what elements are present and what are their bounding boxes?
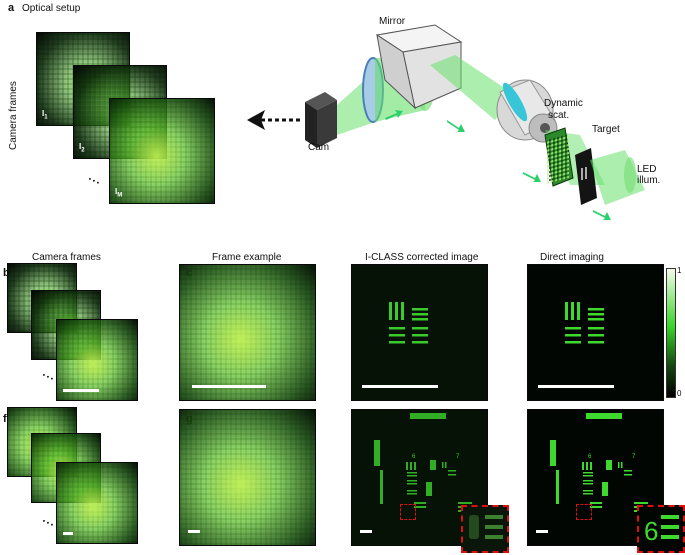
iclass-image-d	[352, 265, 487, 400]
inset-number-six: 6	[644, 516, 658, 546]
colorbar-min: 0	[677, 389, 682, 398]
target-number-seven-i: 7	[632, 454, 636, 460]
scale-bar-b	[63, 389, 99, 392]
target-number-seven-h: 7	[456, 454, 460, 460]
frame-example-c	[180, 265, 315, 400]
frame-b-3	[57, 320, 137, 400]
direct-image-e	[528, 265, 663, 400]
objective-lens-icon	[496, 79, 558, 143]
scale-bar-g	[188, 530, 200, 533]
frame-example-g	[180, 410, 315, 545]
target-bars-e	[565, 302, 604, 344]
frame-ellipsis-a: • • •	[87, 175, 101, 188]
resolution-target-h: 6 7	[374, 413, 472, 512]
column-title-direct-imaging: Direct imaging	[540, 252, 604, 263]
dashed-arrow-icon	[247, 110, 300, 130]
panel-letter-a: a	[8, 2, 15, 14]
frame-ellipsis-b: • • •	[41, 371, 55, 384]
scale-bar-i	[536, 530, 548, 533]
camera-frame-m: IM	[110, 99, 214, 203]
label-dynamic-2: scat.	[548, 110, 570, 121]
label-mirror: Mirror	[379, 16, 406, 27]
label-led-1: LED	[637, 164, 657, 175]
scale-bar-c	[192, 385, 266, 388]
camera-frames-vertical-text: Camera frames	[8, 81, 19, 150]
column-title-camera-frames: Camera frames	[32, 252, 101, 263]
iclass-image-h: 6 7	[352, 410, 487, 545]
scale-bar-f	[63, 532, 73, 535]
green-arrows-icon	[385, 110, 611, 220]
inset-bars-i: 6	[644, 515, 679, 546]
column-title-iclass: I-CLASS corrected image	[365, 252, 479, 263]
scale-bar-e	[538, 385, 614, 388]
zoom-region-box-i	[576, 504, 592, 520]
frame-label-2: I2	[79, 142, 85, 154]
target-number-six-h: 6	[412, 454, 416, 460]
zoom-inset-i: 6	[637, 505, 685, 553]
beam-mirror-objective	[430, 55, 515, 120]
label-cam: Cam	[308, 142, 330, 153]
camera-icon	[305, 92, 337, 148]
zoom-region-box-h	[400, 504, 416, 520]
panel-letter-f: f	[3, 413, 7, 425]
panel-letter-b: b	[3, 267, 10, 279]
target-icon	[575, 148, 597, 205]
target-number-six-i: 6	[588, 454, 592, 460]
optical-setup-diagram	[247, 24, 645, 220]
camera-frames-vertical-label: Camera frames	[8, 81, 19, 150]
label-target: Target	[592, 124, 620, 135]
colorbar-max: 1	[677, 266, 682, 275]
label-dynamic-1: Dynamic	[544, 98, 583, 109]
colorbar	[666, 268, 676, 398]
inset-bars-h	[469, 515, 503, 539]
dynamic-scatterer-icon	[544, 127, 574, 187]
frame-ellipsis-f: • • •	[41, 517, 55, 530]
frame-label-m: IM	[115, 187, 123, 199]
panel-a-title: Optical setup	[22, 3, 81, 14]
label-led-2: illum.	[637, 175, 661, 186]
zoom-inset-h	[461, 505, 509, 553]
target-bars-d	[389, 302, 428, 344]
scale-bar-d	[362, 385, 438, 388]
frame-label-1: I1	[42, 109, 48, 121]
column-title-frame-example: Frame example	[212, 252, 282, 263]
scale-bar-h	[360, 530, 372, 533]
frame-f-3	[57, 463, 137, 543]
